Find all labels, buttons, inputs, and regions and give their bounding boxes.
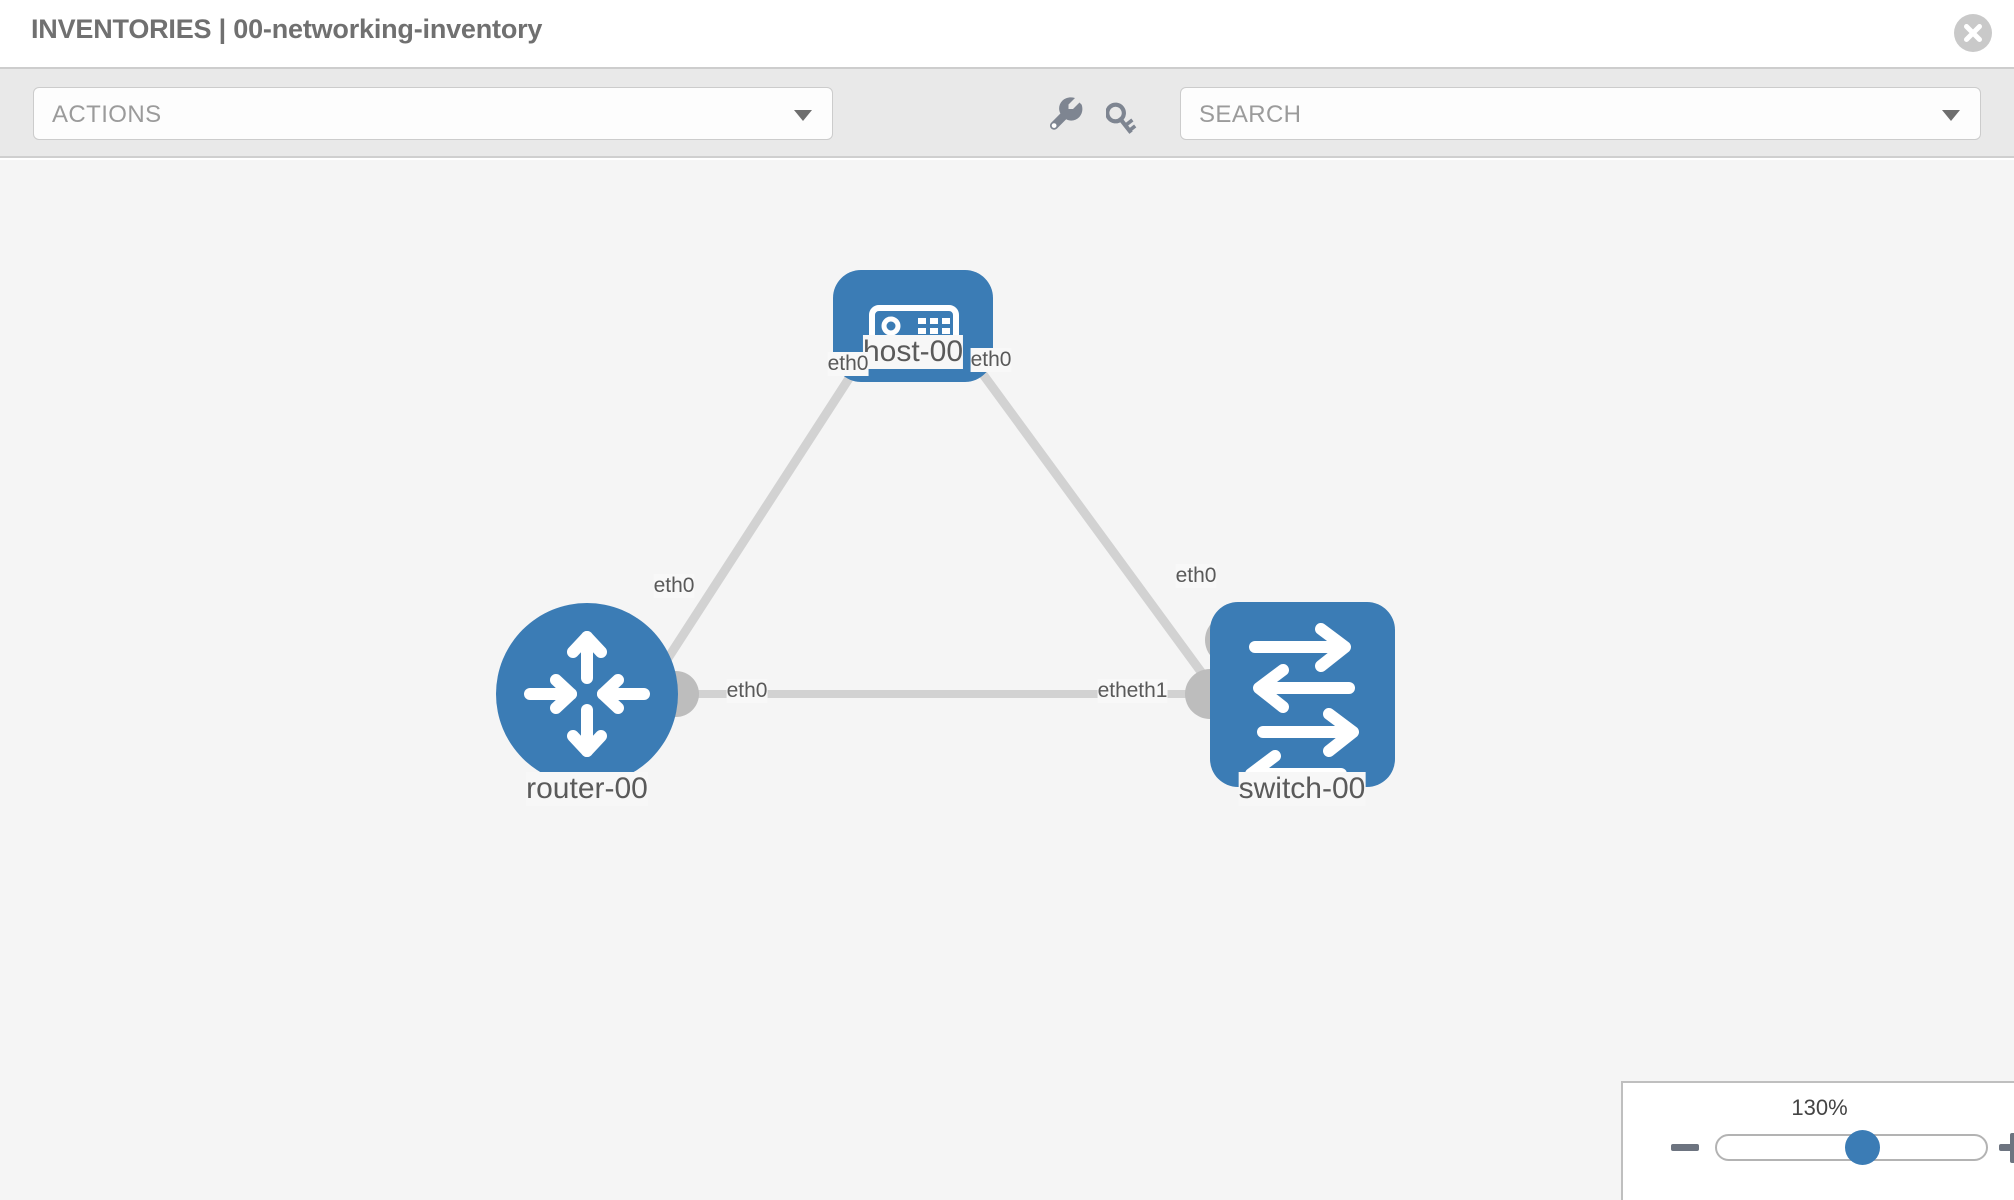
close-icon[interactable] <box>1954 14 1992 52</box>
router-icon <box>524 631 650 757</box>
search-input[interactable]: SEARCH <box>1180 87 1981 140</box>
key-glyph <box>1105 102 1137 134</box>
key-icon[interactable] <box>1105 95 1146 135</box>
page-title: INVENTORIES | 00-networking-inventory <box>31 14 543 44</box>
iface-label-router00-eth0-uplink: eth0 <box>653 574 695 598</box>
iface-label-host00-eth0-right: eth0 <box>970 348 1012 372</box>
chevron-down-icon <box>794 110 812 121</box>
search-placeholder: SEARCH <box>1199 101 1302 128</box>
node-router-00[interactable] <box>496 603 678 785</box>
zoom-slider-thumb[interactable] <box>1845 1130 1880 1165</box>
close-circle-icon <box>1954 14 1992 52</box>
title-bar: INVENTORIES | 00-networking-inventory <box>0 0 2014 69</box>
wrench-glyph <box>1050 97 1083 130</box>
node-switch-00[interactable] <box>1210 602 1395 799</box>
topology-graph <box>496 270 1395 799</box>
iface-label-switch00-eth0-uplink: eth0 <box>1175 564 1217 588</box>
node-label-switch-00: switch-00 <box>1238 772 1366 806</box>
toolbar: ACTIONS SEARCH <box>0 69 2014 158</box>
wrench-icon[interactable] <box>1046 95 1086 135</box>
topology-links <box>624 329 1244 728</box>
actions-dropdown-label: ACTIONS <box>52 101 162 128</box>
zoom-in-button[interactable] <box>1999 1133 2014 1163</box>
node-label-host-00: host-00 <box>862 335 964 369</box>
iface-label-host00-eth0-left: eth0 <box>827 352 869 376</box>
zoom-control-panel: 130% <box>1621 1081 2014 1200</box>
chevron-down-icon <box>1942 110 1960 121</box>
link-host00-switch00[interactable] <box>948 329 1244 728</box>
iface-label-switch00-eth1-west: eth1 <box>1126 679 1168 703</box>
zoom-level-label: 130% <box>1791 1095 1848 1120</box>
link-host00-router00[interactable] <box>624 329 883 723</box>
iface-label-router00-eth0-east: eth0 <box>726 679 768 703</box>
zoom-out-button[interactable] <box>1671 1144 1699 1151</box>
node-label-router-00: router-00 <box>526 772 648 806</box>
topology-canvas[interactable]: host-00 router-00 switch-00 eth0 eth0 et… <box>0 160 2014 1200</box>
actions-dropdown[interactable]: ACTIONS <box>33 87 833 140</box>
